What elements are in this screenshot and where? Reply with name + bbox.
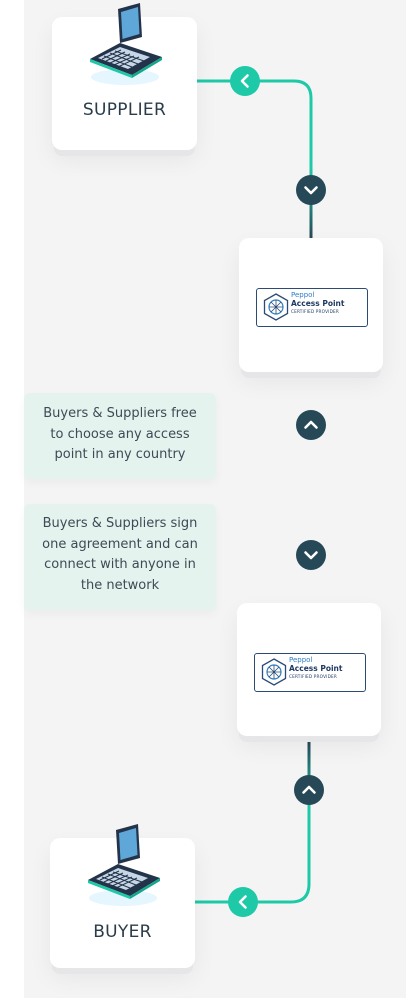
connector-supplier-to-ap — [197, 79, 313, 238]
supplier-card: SUPPLIER — [52, 3, 197, 150]
connector-circle-down-2 — [296, 540, 326, 570]
chevron-up-icon — [304, 420, 318, 429]
logo-title: Access Point — [291, 299, 345, 308]
chevron-down-icon — [304, 186, 318, 195]
logo-brand: Peppol — [289, 656, 313, 664]
connector-circle-supplier — [230, 66, 260, 96]
connector-circle-buyer — [228, 887, 258, 917]
note-free-choice: Buyers & Suppliers free to choose any ac… — [24, 393, 216, 479]
laptop-icon — [90, 3, 162, 85]
logo-subtitle: CERTIFIED PROVIDER — [289, 673, 337, 679]
chevron-up-icon — [302, 785, 316, 794]
peppol-logo-top: Peppol Access Point CERTIFIED PROVIDER — [256, 288, 368, 327]
connector-circle-down-1 — [296, 175, 326, 205]
note-text: Buyers & Suppliers free to choose any ac… — [43, 406, 197, 462]
buyer-card: BUYER — [50, 824, 195, 968]
connector-circle-up-2 — [294, 775, 324, 805]
chevron-left-icon — [238, 895, 247, 909]
access-point-card-top: Peppol Access Point CERTIFIED PROVIDER — [239, 238, 383, 372]
peppol-logo-bottom: Peppol Access Point CERTIFIED PROVIDER — [254, 653, 366, 692]
laptop-icon — [88, 824, 160, 906]
chevron-left-icon — [240, 74, 249, 88]
connector-ap-to-buyer — [195, 742, 311, 904]
chevron-down-icon — [304, 551, 318, 560]
peppol-emblem-icon — [261, 658, 287, 686]
access-point-card-bottom: Peppol Access Point CERTIFIED PROVIDER — [237, 603, 381, 736]
note-text: Buyers & Suppliers sign one agreement an… — [42, 516, 198, 593]
note-one-agreement: Buyers & Suppliers sign one agreement an… — [24, 504, 216, 610]
connector-circle-up-1 — [296, 410, 326, 440]
logo-brand: Peppol — [291, 291, 315, 299]
logo-subtitle: CERTIFIED PROVIDER — [291, 308, 339, 314]
peppol-emblem-icon — [263, 293, 289, 321]
buyer-label: BUYER — [93, 922, 152, 942]
background-panel — [24, 0, 406, 998]
logo-title: Access Point — [289, 664, 343, 673]
supplier-label: SUPPLIER — [82, 100, 167, 120]
